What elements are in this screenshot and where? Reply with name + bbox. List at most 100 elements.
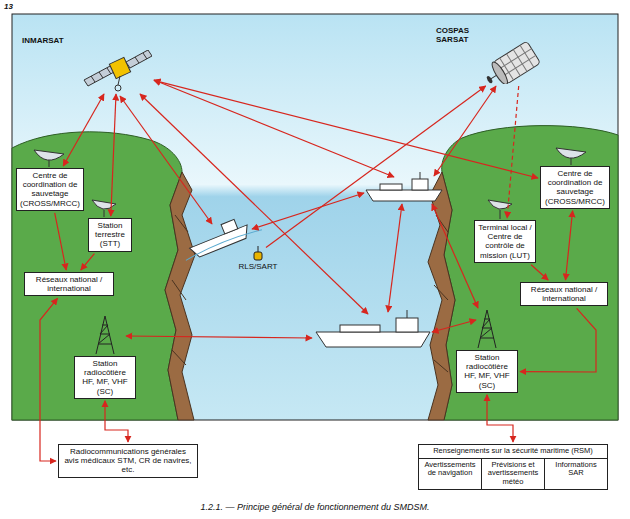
ship [412, 179, 428, 190]
satellite-icon [490, 60, 511, 84]
left-cliff [12, 132, 182, 420]
sinking-ship [178, 211, 262, 262]
radio-link [432, 320, 476, 332]
node-text: Station terrestre (STT) [92, 221, 128, 249]
satellite-icon [498, 49, 532, 70]
node-text: Prévisions et avertissements météo [484, 461, 542, 487]
msi-box: Renseignements sur la sécurité maritime … [418, 444, 608, 490]
ship [380, 184, 402, 190]
msi-cell: Avertissements de navigation [419, 459, 481, 489]
left-cliff [172, 215, 188, 365]
satellite-icon [118, 76, 120, 85]
satellite-icon [252, 246, 264, 261]
satellite-icon [107, 68, 111, 74]
radio-link [507, 86, 519, 218]
radio-link [434, 86, 496, 176]
dish-antenna [556, 148, 586, 158]
node-text: Renseignements sur la sécurité maritime … [419, 445, 607, 458]
radio-link [120, 80, 496, 338]
ship [407, 310, 408, 318]
radio-tower [478, 310, 496, 348]
radio-link [105, 401, 128, 442]
satellite-icon [115, 85, 121, 91]
radio-link [520, 308, 596, 372]
node-text: INMARSAT [22, 36, 84, 45]
rescue-centre-box: Centre de coordination de sauvetage (CRO… [16, 168, 84, 211]
radio-link [432, 204, 478, 308]
sinking-ship [221, 219, 238, 234]
left-cliff [165, 172, 195, 420]
radio-link [266, 86, 486, 248]
ship [366, 190, 442, 201]
rescue-centre-box: Centre de coordination de sauvetage (CRO… [540, 166, 610, 209]
node-text: Réseaux national / international [524, 285, 604, 303]
radiocom-box: Radiocommunications générales avis médic… [58, 444, 198, 478]
network-box: Réseaux national / international [520, 282, 608, 306]
ship [340, 325, 380, 332]
node-text: Informations SAR [547, 461, 605, 478]
right-cliff [442, 126, 618, 420]
node-text: Terminal local / Centre de contrôle de m… [478, 223, 532, 260]
node-text: Centre de coordination de sauvetage (CRO… [20, 171, 80, 208]
radio-link [531, 265, 548, 280]
radio-link [140, 94, 368, 314]
earth-station-box: Station terrestre (STT) [88, 218, 132, 252]
coast-station-box: Station radiocôtière HF, MF, VHF (SC) [456, 350, 518, 393]
cospas-sarsat-satellite: COSPAS SARSAT [482, 36, 560, 84]
ship [396, 318, 418, 332]
radio-link [126, 336, 312, 338]
sinking-ship [190, 225, 252, 259]
satellite-icon [126, 50, 152, 68]
figure-caption: 1.2.1. — Principe général de fonctionnem… [0, 502, 630, 512]
node-text: Avertissements de navigation [421, 461, 479, 478]
dish-antenna [104, 210, 105, 217]
satellite-icon [502, 55, 536, 76]
msi-row: Avertissements de navigation Prévisions e… [419, 458, 607, 489]
radio-link [487, 395, 513, 442]
node-text: Station radiocôtière HF, MF, VHF (SC) [460, 353, 514, 390]
radio-link [154, 80, 394, 177]
radio-tower [96, 316, 114, 354]
right-cliff [428, 172, 455, 420]
dish-antenna [92, 200, 116, 209]
sky-sea [12, 14, 618, 420]
right-cliff [434, 215, 448, 372]
satellite-icon [143, 53, 147, 59]
network-box: Réseaux national / international [24, 272, 114, 296]
node-text: Centre de coordination de sauvetage (CRO… [544, 169, 606, 206]
satellite-icon [109, 57, 130, 78]
right-cliff [428, 126, 618, 420]
satellite-icon [482, 36, 560, 84]
radio-link [63, 94, 104, 166]
dish-antenna [34, 148, 586, 219]
satellite-icon [258, 246, 259, 252]
dish-antenna [49, 160, 50, 167]
satellite-icon [135, 57, 139, 63]
node-text: COSPAS SARSAT [436, 26, 480, 44]
node-text: Station radiocôtière HF, MF, VHF (SC) [78, 359, 132, 396]
satellite-icon [99, 72, 103, 78]
coast-station-box: Station radiocôtière HF, MF, VHF (SC) [74, 356, 136, 399]
radio-link [55, 213, 66, 270]
lut-box: Terminal local / Centre de contrôle de m… [474, 220, 536, 263]
radio-link [388, 204, 402, 312]
satellite-icon [486, 75, 494, 84]
msi-cell: Informations SAR [544, 459, 607, 489]
inmarsat-satellite: INMARSAT [82, 50, 152, 92]
satellite-icon [254, 252, 262, 260]
figure-number: 13 [4, 2, 13, 11]
radio-link [111, 94, 116, 216]
node-text: RLS/SART [237, 262, 279, 271]
node-text: Radiocommunications générales avis médic… [62, 447, 194, 475]
satellite-icon [482, 41, 541, 84]
radio-link [120, 96, 212, 224]
dish-antenna [571, 158, 572, 165]
node-text: Réseaux national / international [28, 275, 110, 293]
radio-link [81, 254, 95, 270]
radio-tower [96, 310, 496, 354]
dish-antenna [500, 210, 501, 219]
distress-beacon: RLS/SART [252, 246, 264, 261]
dish-antenna [34, 150, 64, 160]
